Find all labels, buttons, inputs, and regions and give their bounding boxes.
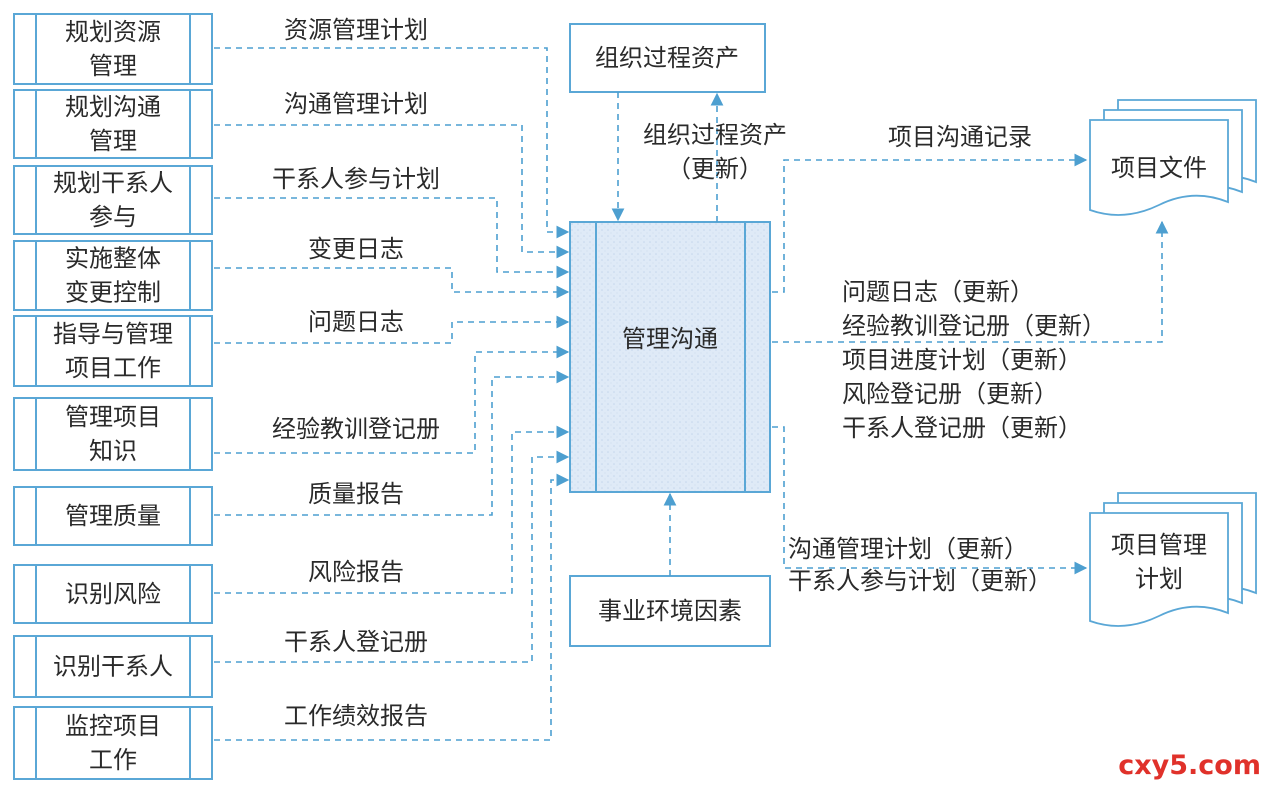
input-process-label: 管理 [89,52,137,80]
plan-updates-arrow [772,426,1088,575]
doc-update-5: 干系人登记册（更新） [842,414,1082,442]
doc-update-1: 问题日志（更新） [842,278,1034,306]
doc-update-2: 经验教训登记册（更新） [842,312,1106,340]
input-process-label: 指导与管理 [53,320,173,348]
input-process-label: 管理 [89,127,137,155]
opa-label: 组织过程资产 [595,44,739,72]
input-process-box[interactable]: 识别风险 [13,564,213,624]
input-process-label: 管理质量 [65,502,161,530]
input-flow-arrow [214,197,570,279]
input-flow-label: 风险报告 [308,558,404,586]
input-process-label: 工作 [89,746,137,774]
input-process-label: 规划资源 [65,18,161,46]
doc-update-3: 项目进度计划（更新） [842,346,1082,374]
input-process-label: 项目工作 [65,354,161,382]
eef-label: 事业环境因素 [598,597,742,625]
input-process-label: 识别干系人 [53,653,173,681]
comm-record-arrow [772,153,1088,293]
input-process-box[interactable]: 管理质量 [13,486,213,546]
project-plan-label-2: 计划 [1135,565,1183,593]
doc-update-4: 风险登记册（更新） [842,380,1058,408]
input-process-label: 识别风险 [65,580,161,608]
input-flow-arrow [214,267,570,299]
input-process-label: 规划干系人 [53,169,173,197]
input-flow-arrow [214,425,570,594]
input-processes: 规划资源管理规划沟通管理规划干系人参与实施整体变更控制指导与管理项目工作管理项目… [13,13,213,780]
plan-update-2: 干系人参与计划（更新） [788,567,1052,595]
center-process-label: 管理沟通 [622,325,718,353]
opa-update-label-2: （更新） [667,155,763,183]
input-flow-arrow [214,473,570,741]
input-flow-label: 质量报告 [308,480,404,508]
input-process-label: 参与 [89,203,137,231]
input-process-label: 规划沟通 [65,93,161,121]
input-flow-label: 经验教训登记册 [272,415,440,443]
input-flow-arrow [214,450,570,663]
input-process-label: 变更控制 [65,279,161,307]
opa-box[interactable]: 组织过程资产 [569,23,766,93]
plan-update-1: 沟通管理计划（更新） [788,535,1028,563]
input-flow-label: 沟通管理计划 [284,90,428,118]
input-process-label: 监控项目 [65,712,161,740]
eef-box[interactable]: 事业环境因素 [569,575,771,647]
project-plan-icon[interactable]: 项目管理 计划 [1089,492,1257,627]
project-docs-icon[interactable]: 项目文件 [1089,99,1257,216]
input-process-label: 管理项目 [65,403,161,431]
input-flow-label: 干系人参与计划 [272,165,440,193]
input-flow-arrow [214,47,570,239]
input-process-label: 实施整体 [65,245,161,273]
input-flow-label: 问题日志 [308,308,404,336]
project-plan-label-1: 项目管理 [1111,531,1207,559]
doc-updates-arrow [772,220,1169,343]
input-flow-label: 变更日志 [308,235,404,263]
comm-record-label: 项目沟通记录 [888,123,1032,151]
center-process-box[interactable]: 管理沟通 [569,221,771,493]
input-flow-label: 资源管理计划 [284,16,428,44]
input-flow-arrow [214,124,570,259]
opa-update-label-1: 组织过程资产 [643,121,787,149]
input-process-label: 知识 [89,437,137,465]
input-flow-label: 干系人登记册 [284,628,428,656]
project-docs-label: 项目文件 [1111,154,1207,182]
input-flow-arrow [214,370,570,516]
watermark-text: cxy5.com [1118,750,1261,781]
input-flow-label: 工作绩效报告 [284,702,428,730]
input-flow-arrow [214,345,570,454]
input-flows: 资源管理计划沟通管理计划干系人参与计划变更日志问题日志经验教训登记册质量报告风险… [214,16,570,741]
input-process-box[interactable]: 识别干系人 [13,635,213,698]
